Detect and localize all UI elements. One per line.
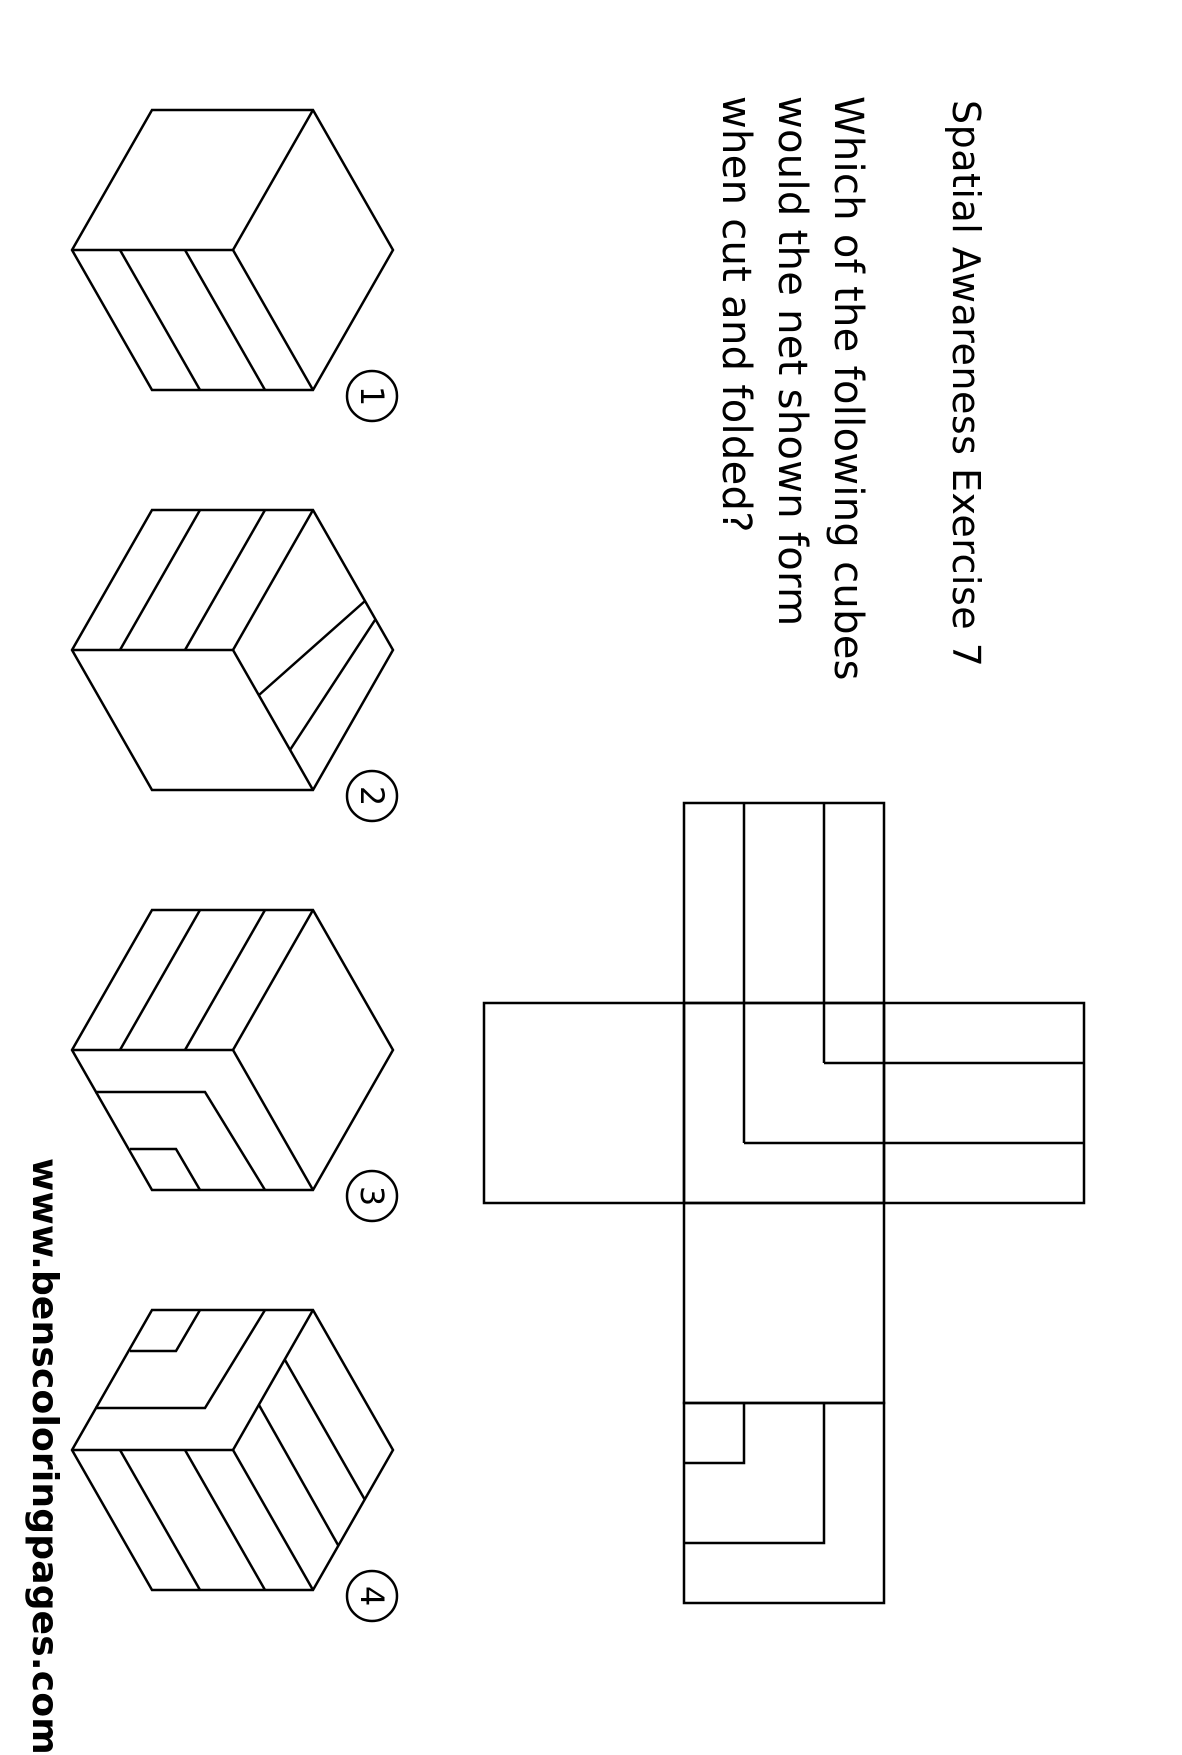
- option-4-number: 4: [353, 1586, 391, 1606]
- net-face-right: [882, 1001, 1086, 1205]
- cube-2-front-edge: [231, 509, 315, 651]
- cube-3-l-pattern: [95, 1090, 267, 1191]
- net-l-pattern: [684, 1403, 826, 1545]
- option-1-number: 1: [353, 386, 391, 406]
- cube-4-front-edge: [231, 1309, 315, 1451]
- cube-option-4[interactable]: 4: [70, 1308, 399, 1623]
- net-face-center: [682, 1001, 886, 1205]
- net-face-left: [482, 1001, 686, 1205]
- cube-4-stripes: [118, 1359, 367, 1591]
- net-face-top: [682, 801, 886, 1005]
- net-stripes: [742, 803, 1084, 1145]
- cube-1-stripes: [118, 249, 267, 391]
- cube-3-top-edges: [72, 1048, 315, 1191]
- option-4-badge: [345, 1569, 399, 1623]
- cube-option-3[interactable]: 3: [70, 908, 399, 1223]
- cube-2-top-edges: [72, 648, 315, 791]
- cube-option-1[interactable]: 1: [70, 108, 399, 423]
- cube-4-l-pattern: [95, 1309, 267, 1410]
- cube-net: [482, 801, 1086, 1605]
- worksheet-drawing: 1 2: [70, 108, 1086, 1623]
- cube-1-top-edges: [72, 248, 315, 391]
- option-3-number: 3: [353, 1186, 391, 1206]
- cube-2-stripes: [118, 509, 377, 751]
- worksheet: Spatial Awareness Exercise 7 Which of th…: [24, 96, 1086, 1755]
- option-1-badge: [345, 369, 399, 423]
- cube-option-2[interactable]: 2: [70, 508, 399, 823]
- cube-4-top-edges: [72, 1448, 315, 1591]
- cube-1-front-edge: [231, 109, 315, 251]
- option-2-badge: [345, 769, 399, 823]
- net-face-bottom: [682, 1401, 886, 1605]
- option-2-number: 2: [353, 786, 391, 806]
- cube-3-front-edge: [231, 909, 315, 1051]
- cube-3-stripes: [118, 909, 267, 1051]
- option-3-badge: [345, 1169, 399, 1223]
- net-face-lower: [682, 1201, 886, 1405]
